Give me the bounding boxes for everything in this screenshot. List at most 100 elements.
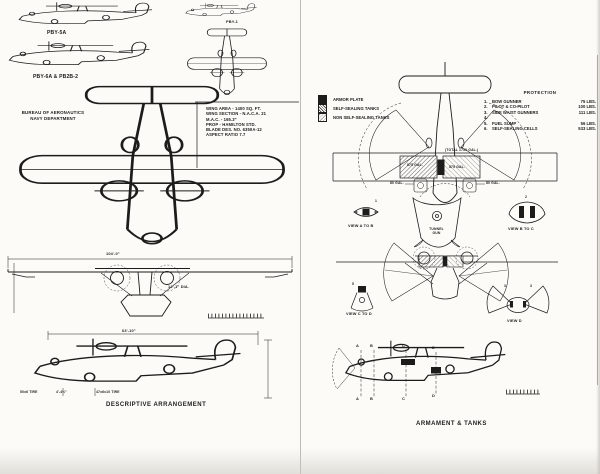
view-d	[486, 285, 550, 314]
view-b-to-c	[508, 201, 546, 224]
prop-dia-dimension: 12'-1" DIA.	[168, 284, 190, 289]
view-d-number-right: 3	[530, 284, 533, 288]
pby-6a-profile	[8, 41, 150, 66]
main-tire-label: 47x6x10 TIRE	[96, 390, 120, 394]
row-num: 6.	[484, 126, 488, 132]
nose-tire-label: 50x6 TIRE	[20, 390, 38, 394]
protection-row: 5. FUEL SUMP 56 LBS.	[484, 121, 596, 127]
row-weight: 533 LBS.	[578, 126, 596, 132]
span-dimension: 104'-0"	[106, 251, 120, 256]
left-page-caption: DESCRIPTIVE ARRANGEMENT	[106, 402, 207, 408]
pby-1-profile	[185, 3, 257, 16]
right-main-tank-label: 875 GAL.	[449, 165, 465, 169]
view-cd-number: 5	[352, 282, 355, 286]
agency-block: BUREAU OF AERONAUTICS NAVY DEPARTMENT	[21, 110, 85, 122]
protection-title: PROTECTION	[523, 90, 557, 95]
title-block-lines	[195, 101, 299, 168]
row-weight: 100 LBS.	[578, 104, 596, 110]
non-self-sealing-swatch	[318, 113, 327, 122]
protection-table: PROTECTION 1. BOW GUNNER 75 LBS. 2. PILO…	[484, 90, 596, 132]
spec-line: WING SECTION - N.A.C.A. 21	[206, 111, 267, 117]
front-view	[7, 256, 293, 319]
legend-label: NON SELF-SEALING TANKS	[333, 115, 390, 120]
section-a-top: A	[356, 343, 359, 348]
row-item: PILOT & CO-PILOT	[492, 104, 530, 110]
row-num: 3.	[484, 109, 488, 115]
row-num: 5.	[484, 120, 488, 126]
left-aux-tank-label: 80 GAL.	[390, 180, 404, 185]
protection-row: 6. SELF-SEALING CELLS 533 LBS.	[484, 126, 596, 132]
legend-label: SELF-SEALING TANKS	[333, 106, 379, 111]
view-ab-number: 1	[375, 199, 378, 203]
hull-bottom-view	[412, 196, 462, 248]
scan-shadow-right	[596, 0, 600, 474]
tunnel-gun-label: TUNNEL GUN	[429, 227, 444, 235]
section-c-top: C	[402, 343, 405, 348]
section-a-bottom: A	[356, 396, 359, 401]
row-item: BOW GUNNER	[492, 98, 522, 104]
legend-label: ARMOR PLATE	[333, 97, 364, 102]
row-num: 4.	[484, 115, 488, 121]
agency-line1: BUREAU OF AERONAUTICS	[21, 110, 85, 115]
page-divider	[299, 0, 302, 474]
scan-shadow-bottom	[0, 448, 600, 474]
view-ab-label: VIEW A TO B	[348, 222, 374, 228]
length-dimension: 63'-10"	[122, 328, 136, 333]
pby-5a-profile	[18, 2, 153, 25]
protection-row: 2. PILOT & CO-PILOT 100 LBS.	[484, 104, 596, 110]
spec-line: PROP - HAMILTON STD.	[206, 121, 256, 127]
view-c-to-d	[350, 286, 374, 312]
row-weight: 111 LBS.	[578, 109, 596, 115]
section-d-top: D	[432, 345, 435, 350]
protection-row: 1. BOW GUNNER 75 LBS.	[484, 99, 596, 105]
row-num: 2.	[484, 104, 488, 110]
gear-width-dimension: 4'-4½"	[56, 390, 68, 394]
legend-item: ARMOR PLATE	[318, 95, 389, 104]
view-bc-number: 2	[525, 195, 528, 199]
right-aux-tank-label: 80 GAL.	[486, 180, 500, 185]
pby-5a-label: PBY-5A	[47, 30, 67, 36]
view-cd-label: VIEW C TO D	[346, 311, 372, 316]
row-weight: 56 LBS.	[580, 120, 596, 126]
armament-front-view	[336, 242, 558, 302]
row-item: FUEL SUMP	[492, 120, 517, 126]
section-b-top: B	[370, 343, 373, 348]
tank-legend: ARMOR PLATE SELF-SEALING TANKS NON SELF-…	[318, 95, 389, 122]
tank-total-label: (TOTAL 1750 GAL.)	[445, 147, 479, 152]
agency-line2: NAVY DEPARTMENT	[30, 115, 76, 121]
spec-line: BLADE DES. NO. 6350A-12	[206, 127, 262, 133]
pby-1-label: PBY-1	[226, 19, 238, 24]
small-plan-view	[187, 28, 267, 96]
armament-side-view	[332, 340, 540, 397]
armor-plate-swatch	[318, 95, 327, 104]
protection-row: 4.	[484, 115, 596, 121]
view-bc-label: VIEW B TO C	[508, 226, 534, 231]
row-num: 1.	[484, 98, 488, 104]
right-page-drawings	[332, 62, 558, 397]
section-b-bottom: B	[370, 396, 373, 401]
spec-block: WING AREA - 1400 SQ. FT. WING SECTION - …	[206, 106, 266, 138]
row-weight: 75 LBS.	[580, 98, 596, 104]
protection-row: 3. SIDE WAIST GUNNERS 111 LBS.	[484, 110, 596, 116]
pby-6a-label: PBY-6A & PB2B-2	[33, 73, 79, 80]
spec-line: ASPECT RATIO 7.7	[206, 132, 246, 138]
left-main-tank-label: 875 GAL.	[407, 162, 423, 167]
side-view	[34, 331, 272, 399]
legend-item: SELF-SEALING TANKS	[318, 104, 389, 113]
view-d-label: VIEW D	[507, 318, 522, 323]
view-a-to-b	[353, 207, 379, 217]
section-c-bottom: C	[402, 396, 405, 401]
spec-line: WING AREA - 1400 SQ. FT.	[206, 106, 261, 111]
section-d-bottom: D	[432, 393, 435, 398]
row-item: SIDE WAIST GUNNERS	[492, 109, 539, 115]
armament-plan-view	[332, 62, 558, 203]
view-d-number-left: 3	[504, 284, 507, 288]
row-item: SELF-SEALING CELLS	[492, 126, 538, 132]
right-page-caption: ARMAMENT & TANKS	[416, 421, 487, 427]
spec-line: M.A.C. - 165.3"	[206, 116, 237, 122]
self-sealing-swatch	[318, 104, 327, 113]
legend-item: NON SELF-SEALING TANKS	[318, 113, 389, 122]
